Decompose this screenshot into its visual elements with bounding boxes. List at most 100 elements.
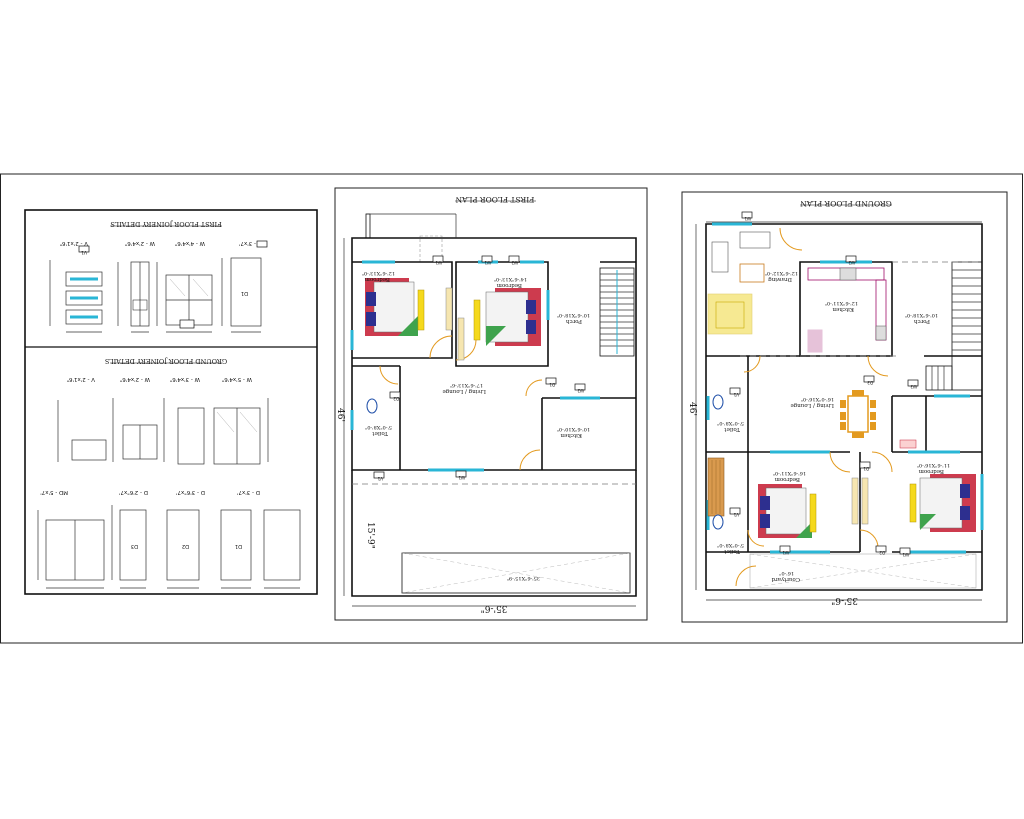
first-joinery-door: D1 D - 3'x7' [230,240,268,327]
first-joinery-title: FIRST FLOOR JOINERY DETAILS [110,220,221,228]
ground-floor-sheet [681,191,1008,623]
first-joinery-window: W - 4'x4'6" [165,240,213,329]
first-joinery-ventilator: V - 2'x1'6" V1 [59,240,103,325]
ground-dining-table [840,390,876,438]
first-door-tag: D1 [241,290,248,296]
ground-door-d1-size: D - 3'x7' [237,489,260,495]
ground-toilet-b-name: Toilet [724,548,740,554]
first-joinery-window-narrow: W - 2'x4'6" [125,240,155,327]
ground-width-dim: 35'-6" [831,595,858,605]
first-door-size: D - 3'x7' [239,240,262,246]
first-terrace-dims: 35'-6"X15'-9" [507,575,540,581]
first-tag-v1: V1 [377,476,383,481]
first-porch-dims: 10'-6"X18'-0" [557,312,590,318]
ground-toilet-a-dims: 5'-0"X8'-0" [717,420,744,426]
ground-depth-dim: 46' [687,402,697,416]
ground-door-d2-tag: D2 [182,543,189,549]
ground-door-d3-size: D - 2'6"x7' [119,489,148,495]
first-tag-w1c: W1 [458,475,465,480]
first-floor-bed-left [365,278,425,336]
ground-toilet-b-dims: 5'-0"X8'-0" [717,542,744,548]
ground-joinery-title: GROUND FLOOR JOINERY DETAILS [105,357,227,365]
ground-drawing-furniture [707,231,771,335]
first-tag-w2b: W2 [577,388,584,393]
first-floor-plan: FIRST FLOOR PLAN [334,187,648,621]
first-floor-sheet [334,187,648,621]
first-floor-terrace-wall [351,470,637,597]
first-floor-title: FIRST FLOOR PLAN [455,195,534,204]
first-toilet-name: Toilet [372,430,388,436]
first-kitchen-dims: 10'-6"X10'-0" [557,426,590,432]
first-bedroom-right-dims: 14'-6"X13'-0" [494,276,527,282]
first-toilet-dims: 5'-0"X8'-0" [365,424,392,430]
first-window-narrow-size: W - 2'x4'6" [125,240,155,246]
ground-courtyard-name: Courtyard [771,576,800,582]
first-porch-name: Porch [566,318,582,324]
ground-kitchen-name: Kitchen [832,306,854,312]
first-bedroom-left-dims: 12'-6"X13'-0" [362,270,395,276]
ground-drawing-dims: 12'-6"X12'-0" [765,270,798,276]
ground-bedroom-left-dims: 16'-6"X11'-0" [773,470,806,476]
first-ventilator-size: V - 2'x1'6" [59,240,88,246]
joinery-panel: FIRST FLOOR JOINERY DETAILS V - 2'x1'6" … [24,209,318,595]
ground-bed-right [851,474,976,532]
ground-tag-w2: W2 [848,260,855,265]
ground-door-d1-tag: D1 [235,543,242,549]
ground-bedroom-right-name: Bedroom [918,468,944,474]
first-floor-bed-right [445,287,541,361]
ground-tag-w1c: W1 [902,552,909,557]
ground-porch-dims: 10'-6"X18'-0" [905,312,938,318]
ground-floor-title: GROUND FLOOR PLAN [800,199,892,208]
ground-main-door-size: MD - 5'x7' [40,489,68,495]
ground-window-small-size: W - 2'x4'6" [120,376,150,382]
first-bedroom-left-name: Bedroom [364,276,390,282]
ground-living-name: Living / Lounge [790,402,834,408]
ground-joinery-items: V - 2'x1'6" W - 2'x4'6" W - 3'x4'6" W - … [37,376,301,589]
ground-tag-d1: D1 [863,466,869,471]
first-joinery-items: V - 2'x1'6" V1 W - 2'x4'6" W - 4'x4'6" [49,240,268,333]
ground-floor-plan: GROUND FLOOR PLAN [681,191,1008,623]
first-tag-d2: D2 [393,396,399,401]
first-tag-d1: D1 [549,382,555,387]
ground-toilet-a-name: Toilet [724,426,740,432]
ground-floor-tags: W1 W2 W3 V1 V1 D1 D2 D3 W1 W1 [729,211,919,557]
ground-tag-w3: W3 [910,384,917,389]
ground-kitchen-dims: 12'-6"X11'-0" [825,300,858,306]
first-tag-w1: W1 [435,260,442,265]
ground-tag-v1: V1 [733,392,739,397]
ground-drawing-name: Drawing [768,276,792,282]
ground-tag-d2: D2 [879,550,885,555]
first-living-dims: 17'-6"X13'-6" [450,382,483,388]
ground-ventilator-size: V - 2'x1'6" [66,376,95,382]
ground-courtyard-dims: 16'-0" [779,570,794,576]
ground-tag-v1b: V1 [733,512,739,517]
ground-floor-outer-wall [705,223,983,591]
first-floor-stairs [599,267,635,357]
ground-window-large-size: W - 5'x4'6" [222,376,252,382]
ground-door-d3-tag: D3 [131,543,138,549]
sheet-frame [0,173,1023,644]
first-kitchen-name: Kitchen [560,432,582,438]
ground-tag-d3: D3 [867,380,873,385]
first-bedroom-right-name: Bedroom [496,282,522,288]
ground-bedroom-left-name: Bedroom [774,476,800,482]
first-window-size: W - 4'x4'6" [175,240,205,246]
ground-floor-stairs [925,261,983,391]
ground-window-mid-size: W - 3'x4'6" [170,376,200,382]
ground-door-d2-size: D - 3'6"x7' [176,489,205,495]
first-tag-w2: W2 [511,260,518,265]
ground-kitchen-fixtures [807,267,887,353]
first-setback-dim: 15'-9" [365,522,375,549]
first-ventilator-tag: V1 [81,249,87,255]
ground-living-dims: 16'-0"X16'-0" [801,396,834,402]
ground-bedroom-right-dims: 11'-6"X16'-0" [917,462,950,468]
first-depth-dim: 46' [335,408,345,422]
first-width-dim: 35'-6" [481,603,508,613]
first-tag-w1b: W1 [484,260,491,265]
ground-bed-left [758,484,817,538]
joinery-frame [24,209,318,595]
first-floor-tags: W1 W1 W2 W1 W2 V1 D1 D2 [373,255,586,481]
ground-tag-w1b: W1 [782,550,789,555]
ground-porch-name: Porch [914,318,930,324]
